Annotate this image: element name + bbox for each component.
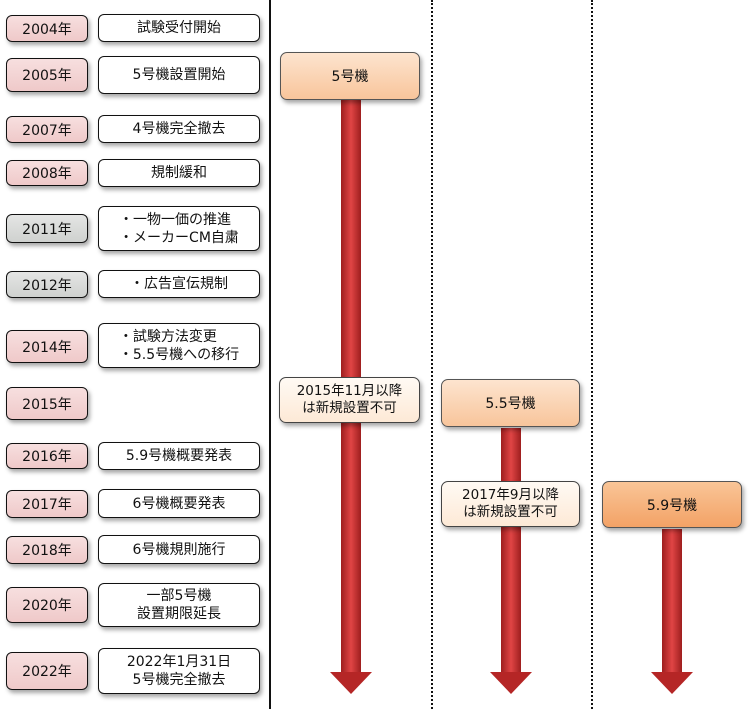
event-box-2020: 一部5号機 設置期限延長 <box>98 583 260 627</box>
machine-box-5-5gouki: 5.5号機 <box>441 379 580 427</box>
event-text: 設置期限延長 <box>137 606 221 622</box>
event-text: ・5.5号機への移行 <box>118 346 240 363</box>
machine-box-5gouki: 5号機 <box>280 52 420 100</box>
year-box-2014: 2014年 <box>6 330 88 363</box>
year-box-2011: 2011年 <box>6 214 88 243</box>
year-box-2020: 2020年 <box>6 587 88 623</box>
event-box-2022: 2022年1月31日 5号機完全撤去 <box>98 648 260 694</box>
note-5-5gouki: 2017年9月以降 は新規設置不可 <box>441 481 580 527</box>
note-5gouki: 2015年11月以降 は新規設置不可 <box>279 377 420 423</box>
year-box-2007: 2007年 <box>6 116 88 143</box>
event-text: ・広告宣伝規制 <box>130 276 228 292</box>
event-text: 一部5号機 <box>146 588 212 604</box>
event-box-2008: 規制緩和 <box>98 159 260 187</box>
event-box-2018: 6号機規則施行 <box>98 535 260 564</box>
event-box-2004: 試験受付開始 <box>98 14 260 42</box>
event-text: ・試験方法変更 <box>118 328 217 345</box>
event-text: 規制緩和 <box>151 165 207 181</box>
note-text: 2015年11月以降 <box>296 383 403 399</box>
event-box-2012: ・広告宣伝規制 <box>98 270 260 298</box>
event-box-2005: 5号機設置開始 <box>98 56 260 94</box>
event-box-2017: 6号機概要発表 <box>98 489 260 518</box>
arrow-5-9gouki <box>651 529 693 694</box>
column-divider-2 <box>591 0 593 709</box>
timeline-divider <box>269 0 271 709</box>
event-box-2011: ・一物一価の推進 ・メーカーCM自粛 <box>98 206 260 251</box>
year-box-2017: 2017年 <box>6 490 88 518</box>
event-box-2016: 5.9号機概要発表 <box>98 442 260 470</box>
event-text: 4号機完全撤去 <box>132 121 226 137</box>
column-divider-1 <box>431 0 433 709</box>
event-text: ・メーカーCM自粛 <box>119 229 239 246</box>
year-box-2005: 2005年 <box>6 58 88 92</box>
event-text: 2022年1月31日 <box>126 654 232 670</box>
year-box-2004: 2004年 <box>6 15 88 42</box>
note-text: は新規設置不可 <box>302 400 397 416</box>
event-text: 試験受付開始 <box>137 20 221 36</box>
year-box-2008: 2008年 <box>6 160 88 186</box>
event-box-2007: 4号機完全撤去 <box>98 115 260 143</box>
event-text: 5号機設置開始 <box>132 67 226 83</box>
year-box-2016: 2016年 <box>6 443 88 469</box>
event-text: ・一物一価の推進 <box>119 211 232 228</box>
year-box-2018: 2018年 <box>6 536 88 564</box>
event-text: 6号機規則施行 <box>132 541 226 558</box>
event-text: 5.9号機概要発表 <box>125 448 233 464</box>
year-box-2015: 2015年 <box>6 387 88 420</box>
event-text: 5号機完全撤去 <box>132 672 226 688</box>
note-text: 2017年9月以降 <box>462 487 559 503</box>
year-box-2022: 2022年 <box>6 652 88 690</box>
year-box-2012: 2012年 <box>6 271 88 298</box>
event-box-2014: ・試験方法変更 ・5.5号機への移行 <box>98 323 260 368</box>
event-text: 6号機概要発表 <box>132 495 226 512</box>
machine-box-5-9gouki: 5.9号機 <box>602 481 742 528</box>
arrow-5-5gouki <box>490 428 532 694</box>
note-text: は新規設置不可 <box>463 504 558 520</box>
